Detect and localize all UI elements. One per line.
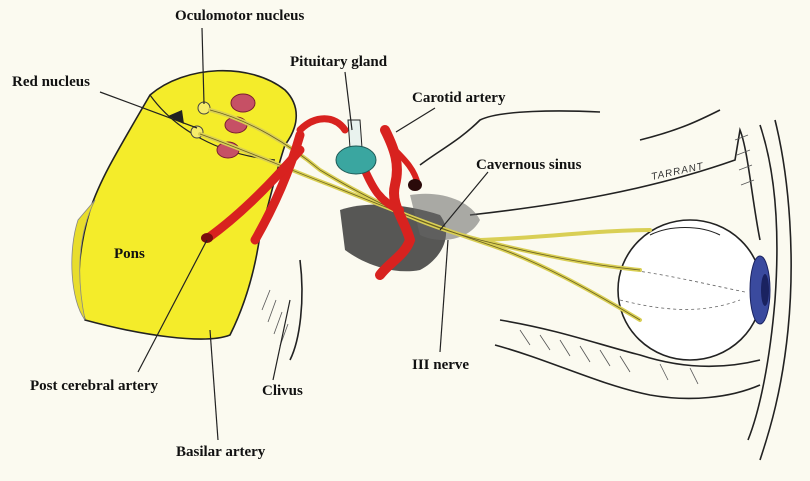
iris	[749, 255, 771, 325]
label-oculomotor-nucleus: Oculomotor nucleus	[175, 8, 305, 24]
post-cerebral-artery	[203, 145, 305, 243]
cavernous-sinus-shading	[410, 193, 480, 240]
carotid-cut-end	[408, 179, 422, 191]
pituitary-stalk	[347, 119, 363, 149]
label-carotid-artery: Carotid artery	[412, 90, 506, 106]
label-pons: Pons	[114, 246, 145, 262]
basilar-artery	[250, 130, 305, 245]
red-nucleus-shapes	[168, 93, 256, 159]
pituitary-gland	[335, 145, 377, 175]
sup-cerebellar-artery	[296, 115, 349, 134]
label-cavernous-sinus: Cavernous sinus	[476, 157, 582, 173]
label-post-cerebral-artery: Post cerebral artery	[30, 378, 158, 394]
pons	[78, 69, 297, 340]
label-pituitary-gland: Pituitary gland	[290, 54, 388, 70]
label-iii-nerve: III nerve	[412, 357, 470, 373]
post-cerebral-artery-end	[201, 233, 213, 243]
label-clivus: Clivus	[262, 383, 303, 399]
label-red-nucleus: Red nucleus	[12, 74, 90, 90]
pons-fringe	[71, 199, 96, 321]
label-basilar-artery: Basilar artery	[176, 444, 266, 460]
leader-lines	[99, 27, 489, 441]
artist-signature: TARRANT	[650, 161, 705, 183]
eyeball	[617, 219, 771, 361]
hatching	[261, 134, 755, 385]
orbit-bone-outline	[289, 109, 792, 461]
